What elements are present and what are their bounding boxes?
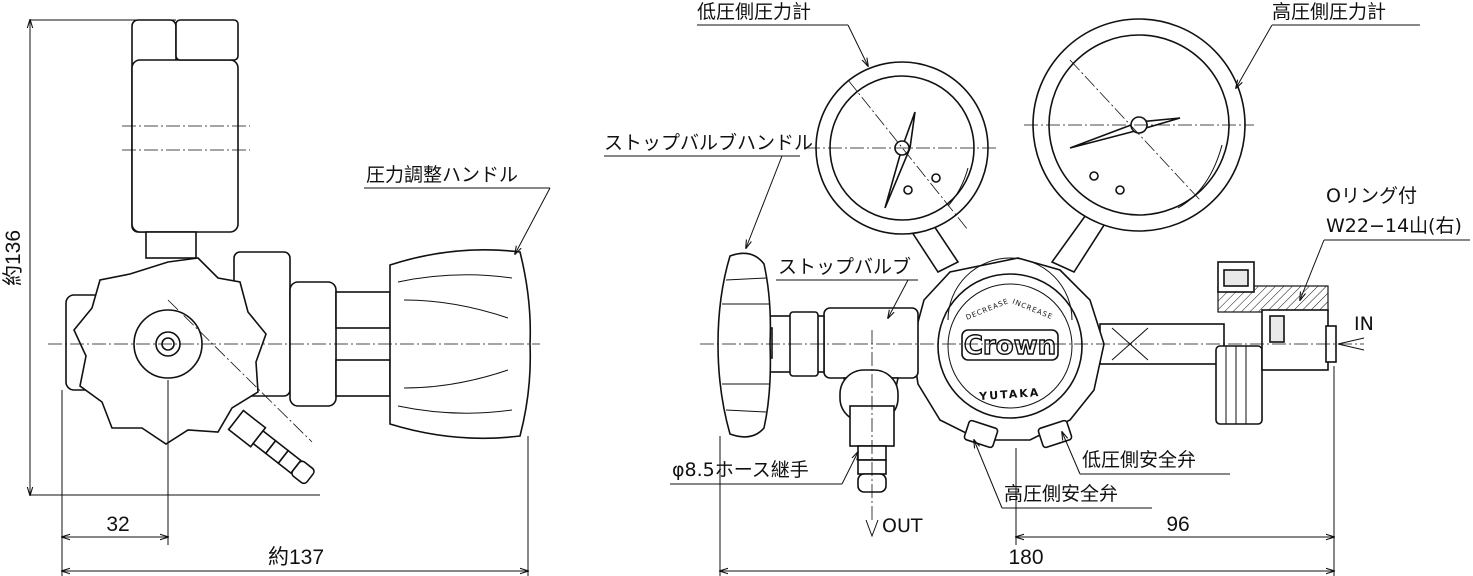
dim-180: 180 (1008, 546, 1043, 569)
front-labels: 低圧側圧力計 高圧側圧力計 ストップバルブハンドル ストップバルブ Oリング付 … (604, 1, 1470, 538)
dim-96: 96 (1166, 513, 1189, 536)
side-gauge-body (131, 59, 239, 233)
side-dimensions: 約136 32 約137 (2, 20, 528, 576)
inlet-label: IN (1354, 313, 1374, 335)
front-view: DECREASE INCREASE Crown YUTAKA (700, 18, 1364, 520)
stop-valve-handle[interactable] (717, 252, 772, 438)
hose-fitting-label: φ8.5ホース継手 (672, 459, 809, 481)
stop-valve-handle-label: ストップバルブハンドル (604, 131, 813, 154)
high-gauge-label: 高圧側圧力計 (1272, 1, 1386, 23)
side-bonnet-neck (335, 291, 391, 329)
high-gauge-needle (1069, 117, 1181, 149)
side-hose-fitting (227, 409, 315, 485)
thread-label: W22−14山(右) (1326, 215, 1462, 237)
side-gauge-top (175, 19, 239, 61)
brand-name: Crown (964, 331, 1056, 361)
low-safety-valve-label: 低圧側安全弁 (1082, 449, 1196, 471)
pressure-adjust-handle[interactable] (389, 249, 532, 440)
front-dimensions: 96 180 (720, 366, 1334, 576)
pressure-handle-label: 圧力調整ハンドル (366, 164, 518, 186)
dim-137: 約137 (268, 546, 324, 569)
oring-label: Oリング付 (1326, 185, 1417, 207)
outlet-label: OUT (882, 515, 923, 537)
side-bonnet-neck-lower (335, 359, 391, 397)
side-view (48, 19, 540, 485)
brand-plate (961, 329, 1059, 361)
inlet-knurl-nut[interactable] (1215, 345, 1263, 425)
brand-maker: YUTAKA (978, 386, 1041, 403)
stop-valve-body (823, 307, 919, 379)
side-gauge-stem (145, 231, 197, 259)
low-gauge-needle (884, 111, 916, 209)
high-safety-valve-label: 高圧側安全弁 (1004, 483, 1118, 505)
label-pressure-handle: 圧力調整ハンドル (364, 164, 551, 254)
stop-valve-label: ストップバルブ (778, 255, 911, 278)
low-safety-valve (1037, 419, 1073, 449)
low-gauge-label: 低圧側圧力計 (697, 1, 811, 23)
dim-32: 32 (106, 513, 129, 536)
dim-height: 約136 (2, 230, 25, 286)
